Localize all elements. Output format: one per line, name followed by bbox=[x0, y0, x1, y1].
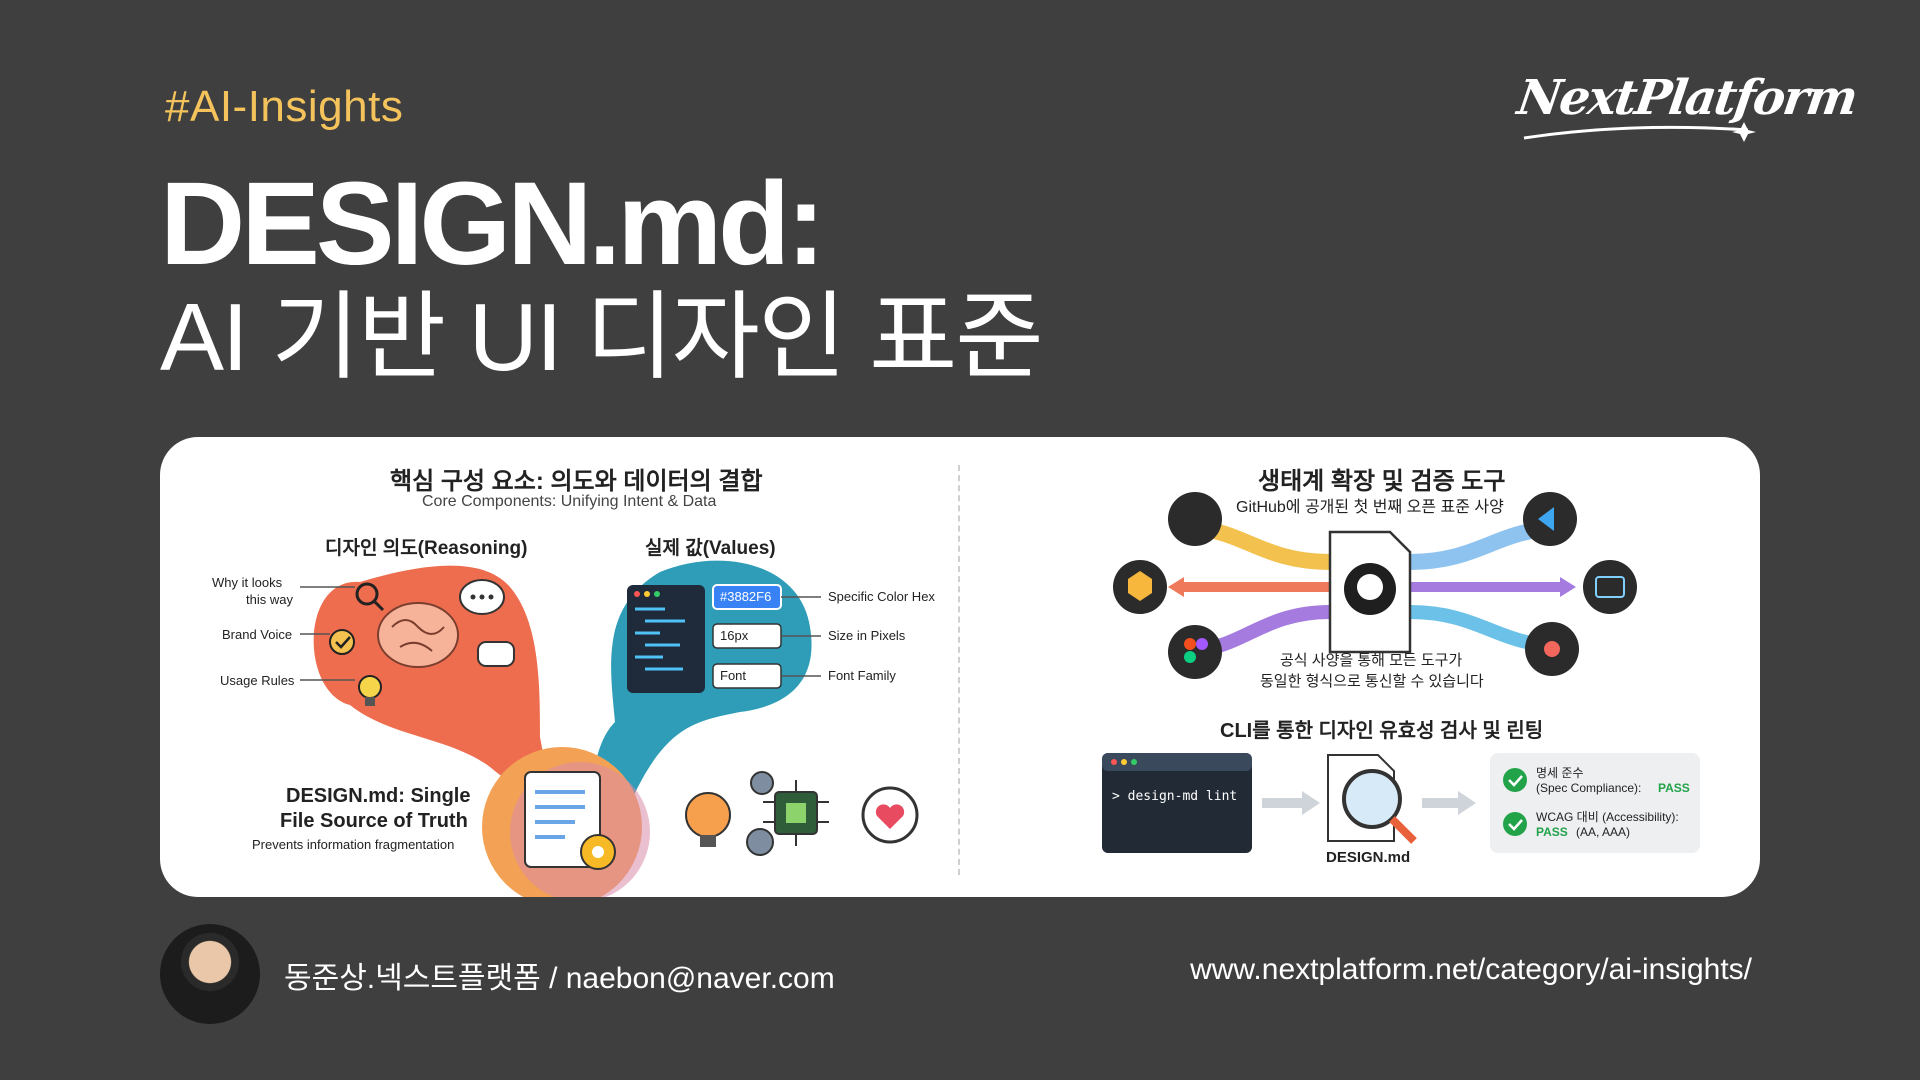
check1-pass: PASS bbox=[1658, 781, 1690, 795]
reasoning-values-illustration bbox=[300, 560, 919, 897]
value-item-2: Size in Pixels bbox=[828, 628, 906, 643]
values-label: 실제 값(Values) bbox=[645, 538, 776, 559]
file-label: DESIGN.md bbox=[1326, 849, 1411, 866]
reasoning-item-1b: this way bbox=[246, 592, 293, 607]
ecosystem-text-2: 동일한 형식으로 통신할 수 있습니다 bbox=[1260, 673, 1484, 690]
check2-pass: PASS bbox=[1536, 825, 1568, 839]
left-subheading: Core Components: Unifying Intent & Data bbox=[422, 493, 717, 510]
right-heading: 생태계 확장 및 검증 도구 bbox=[1258, 468, 1506, 495]
ecosystem-text-1: 공식 사양을 통해 모든 도구가 bbox=[1280, 652, 1463, 669]
check1-line1: 명세 준수 bbox=[1536, 766, 1584, 780]
hashtag: #AI-Insights bbox=[165, 82, 404, 131]
value-chip-hex: #3882F6 bbox=[720, 589, 772, 604]
brand-swoosh-icon bbox=[1523, 122, 1756, 142]
page-title: DESIGN.md: bbox=[160, 158, 825, 290]
terminal-command: > design-md lint bbox=[1112, 789, 1238, 804]
check1-line2: (Spec Compliance): bbox=[1536, 781, 1642, 795]
avatar bbox=[160, 924, 260, 1024]
value-item-3: Font Family bbox=[828, 668, 896, 683]
divider bbox=[958, 465, 960, 875]
right-subheading: GitHub에 공개된 첫 번째 오픈 표준 사양 bbox=[1236, 499, 1504, 516]
source-of-truth-sub: Prevents information fragmentation bbox=[252, 837, 455, 852]
value-chip-font: Font bbox=[720, 668, 747, 683]
infographic-card: 핵심 구성 요소: 의도와 데이터의 결합 Core Components: U… bbox=[160, 437, 1760, 897]
reasoning-label: 디자인 의도(Reasoning) bbox=[325, 538, 528, 559]
author-info: 동준상.넥스트플랫폼 / naebon@naver.com bbox=[284, 962, 835, 995]
source-of-truth-title-1: DESIGN.md: Single bbox=[286, 785, 471, 807]
reasoning-item-3: Usage Rules bbox=[220, 673, 295, 688]
cli-heading: CLI를 통한 디자인 유효성 검사 및 린팅 bbox=[1220, 720, 1544, 742]
value-item-1: Specific Color Hex bbox=[828, 589, 935, 604]
ecosystem-illustration bbox=[1102, 492, 1700, 853]
page-subtitle: AI 기반 UI 디자인 표준 bbox=[160, 284, 1044, 391]
site-url: www.nextplatform.net/category/ai-insight… bbox=[1190, 953, 1752, 986]
left-heading: 핵심 구성 요소: 의도와 데이터의 결합 bbox=[390, 468, 763, 495]
check2-line1: WCAG 대비 (Accessibility): bbox=[1536, 810, 1679, 824]
source-of-truth-title-2: File Source of Truth bbox=[280, 810, 468, 832]
reasoning-item-1a: Why it looks bbox=[212, 575, 283, 590]
value-chip-size: 16px bbox=[720, 628, 749, 643]
reasoning-item-2: Brand Voice bbox=[222, 627, 293, 642]
check2-levels: (AA, AAA) bbox=[1576, 825, 1631, 839]
